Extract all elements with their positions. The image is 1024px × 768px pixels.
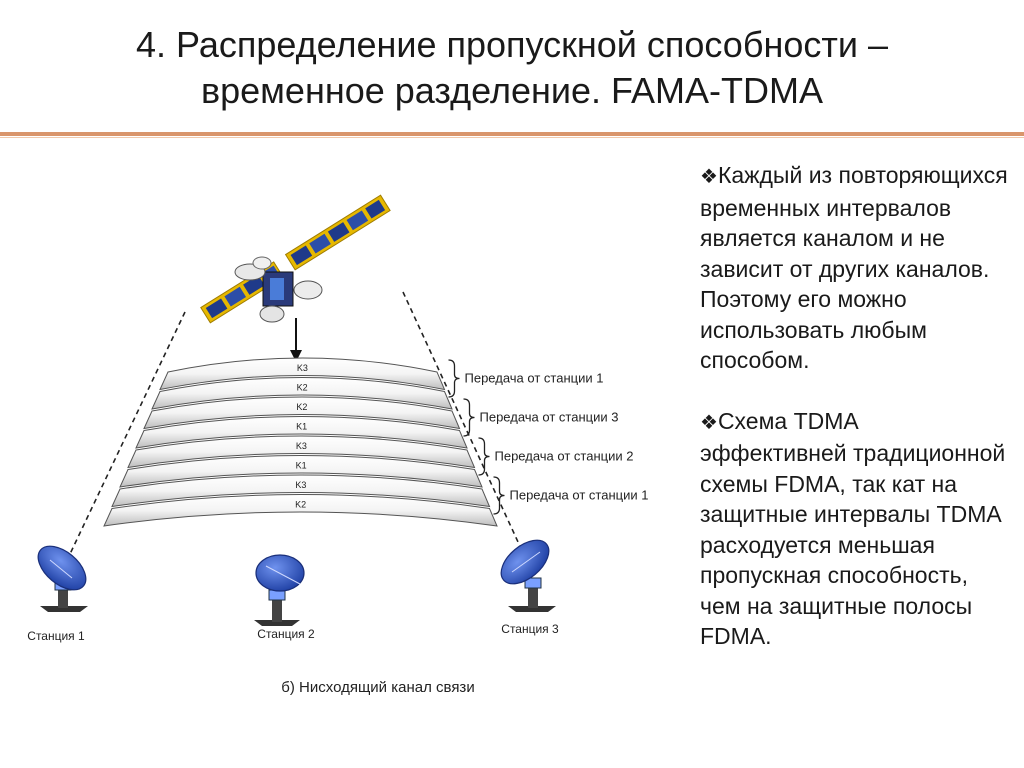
time-slot-label: K3 (296, 441, 307, 451)
bullet-item-1: ❖Каждый из повторяющихся временных интер… (700, 160, 1010, 376)
transmission-label: Передача от станции 2 (495, 449, 634, 464)
diagram-caption: б) Нисходящий канал связи (281, 679, 474, 696)
transmission-label: Передача от станции 1 (510, 488, 649, 503)
time-slot-band (159, 357, 446, 391)
station-3-label: Станция 3 (501, 622, 559, 636)
satellite-icon (200, 194, 391, 324)
station-2-dish-icon (254, 554, 305, 626)
time-slot-label: K1 (296, 460, 307, 470)
station-1-label: Станция 1 (27, 629, 85, 643)
station-2-label: Станция 2 (257, 627, 315, 641)
transmission-brace (463, 398, 475, 437)
time-slot-band (103, 494, 498, 527)
time-slot-label: K2 (297, 382, 308, 392)
time-slot-label: K2 (295, 499, 306, 509)
transmission-label: Передача от станции 1 (465, 371, 604, 386)
time-slot-band (119, 455, 483, 488)
transmission-brace (448, 359, 460, 398)
time-slot-band (143, 396, 461, 430)
bullet-diamond-icon: ❖ (700, 411, 718, 434)
station-3-dish-icon (500, 539, 556, 612)
beam-right-line (402, 291, 531, 569)
slide-title: 4. Распределение пропускной способности … (0, 22, 1024, 114)
time-slot-band (135, 416, 468, 449)
transmission-braces: Передача от станции 1 Передача от станции… (448, 359, 649, 515)
time-slot-band (127, 435, 476, 469)
time-slot-band (151, 377, 453, 410)
bullet-list: ❖Каждый из повторяющихся временных интер… (700, 160, 1010, 682)
title-line-1: 4. Распределение пропускной способности … (136, 24, 888, 65)
time-slot-band (111, 474, 491, 508)
station-1-dish-icon (37, 545, 88, 612)
downlink-arrow (290, 318, 302, 362)
title-line-2: временное разделение. FAMA-TDMA (201, 70, 823, 111)
time-slot-label: K1 (296, 421, 307, 431)
time-slot-label: K3 (295, 480, 306, 490)
title-divider-shadow (0, 137, 1024, 138)
transmission-label: Передача от станции 3 (480, 410, 619, 425)
transmission-brace (493, 476, 505, 515)
bullet-text-1: Каждый из повторяющихся временных интерв… (700, 162, 1008, 373)
time-slot-label: K2 (296, 402, 307, 412)
transmission-brace (478, 437, 490, 476)
bullet-text-2: Схема TDMA эффективней традиционной схем… (700, 407, 1006, 650)
title-divider (0, 132, 1024, 136)
bullet-item-2: ❖Схема TDMA эффективней традиционной схе… (700, 406, 1010, 652)
time-slot-label: K3 (297, 363, 308, 373)
beam-left-line (59, 311, 186, 576)
bullet-diamond-icon: ❖ (700, 166, 718, 188)
